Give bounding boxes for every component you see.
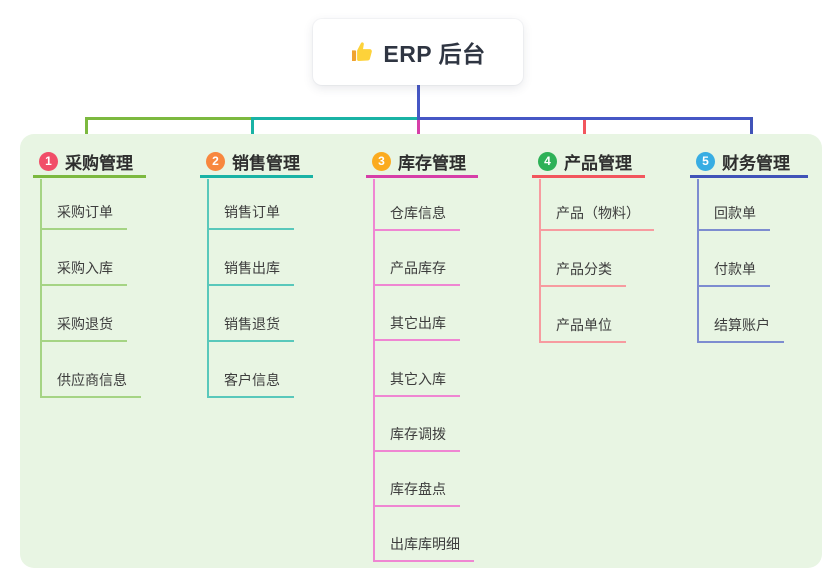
child-node[interactable]: 销售出库: [207, 258, 294, 286]
child-label: 采购入库: [57, 260, 113, 276]
child-label: 结算账户: [714, 317, 770, 333]
priority-badge: 4: [538, 152, 557, 171]
child-node[interactable]: 出库库明细: [373, 534, 474, 562]
branch-child-connector: [697, 179, 699, 343]
branch-node-3[interactable]: 3 库存管理: [366, 148, 478, 178]
child-node[interactable]: 其它出库: [373, 313, 460, 341]
branch-label: 采购管理: [65, 154, 133, 173]
child-label: 供应商信息: [57, 372, 127, 388]
child-node[interactable]: 采购订单: [40, 202, 127, 230]
branches-panel: 1 采购管理采购订单采购入库采购退货供应商信息 2 销售管理销售订单销售出库销售退货客…: [20, 134, 822, 568]
child-node[interactable]: 产品分类: [539, 259, 626, 287]
branch-node-5[interactable]: 5 财务管理: [690, 148, 808, 178]
child-label: 客户信息: [224, 372, 280, 388]
branch-node-4[interactable]: 4 产品管理: [532, 148, 645, 178]
root-connector: [417, 85, 420, 118]
thumbs-up-icon: [350, 40, 374, 64]
branch-label: 库存管理: [398, 154, 466, 173]
child-label: 产品（物料）: [556, 205, 640, 221]
priority-badge: 1: [39, 152, 58, 171]
child-label: 销售出库: [224, 260, 280, 276]
branch-label: 销售管理: [232, 154, 300, 173]
priority-badge: 3: [372, 152, 391, 171]
branch-3: 3 库存管理仓库信息产品库存其它出库其它入库库存调拨库存盘点出库库明细: [366, 134, 478, 568]
child-label: 产品库存: [390, 260, 446, 276]
child-node[interactable]: 产品单位: [539, 315, 626, 343]
child-node[interactable]: 其它入库: [373, 369, 460, 397]
child-node[interactable]: 产品（物料）: [539, 203, 654, 231]
root-label: ERP 后台: [383, 41, 486, 67]
branch-drop-1: [85, 117, 88, 150]
child-label: 采购订单: [57, 204, 113, 220]
bus-segment-teal: [251, 117, 419, 120]
child-label: 库存调拨: [390, 426, 446, 442]
child-label: 出库库明细: [390, 536, 460, 552]
child-node[interactable]: 产品库存: [373, 258, 460, 286]
branch-1: 1 采购管理采购订单采购入库采购退货供应商信息: [33, 134, 146, 568]
priority-badge: 5: [696, 152, 715, 171]
child-node[interactable]: 采购入库: [40, 258, 127, 286]
child-label: 采购退货: [57, 316, 113, 332]
child-node[interactable]: 销售订单: [207, 202, 294, 230]
child-node[interactable]: 结算账户: [697, 315, 784, 343]
branch-4: 4 产品管理产品（物料） 产品分类产品单位: [532, 134, 654, 568]
branch-node-2[interactable]: 2 销售管理: [200, 148, 313, 178]
branch-child-connector: [207, 179, 209, 398]
child-label: 销售订单: [224, 204, 280, 220]
child-node[interactable]: 客户信息: [207, 370, 294, 398]
branch-2: 2 销售管理销售订单销售出库销售退货客户信息: [200, 134, 313, 568]
child-node[interactable]: 供应商信息: [40, 370, 141, 398]
child-label: 库存盘点: [390, 481, 446, 497]
child-label: 其它入库: [390, 371, 446, 387]
child-label: 其它出库: [390, 315, 446, 331]
branch-child-connector: [40, 179, 42, 398]
child-node[interactable]: 仓库信息: [373, 203, 460, 231]
child-node[interactable]: 库存盘点: [373, 479, 460, 507]
child-node[interactable]: 库存调拨: [373, 424, 460, 452]
child-node[interactable]: 销售退货: [207, 314, 294, 342]
bus-segment-green: [86, 117, 252, 120]
child-label: 产品分类: [556, 261, 612, 277]
branch-5: 5 财务管理回款单付款单结算账户: [690, 134, 808, 568]
child-label: 付款单: [714, 261, 756, 277]
child-label: 销售退货: [224, 316, 280, 332]
branch-node-1[interactable]: 1 采购管理: [33, 148, 146, 178]
child-node[interactable]: 采购退货: [40, 314, 127, 342]
child-node[interactable]: 回款单: [697, 203, 770, 231]
bus-segment-indigo: [417, 117, 753, 120]
child-label: 产品单位: [556, 317, 612, 333]
child-label: 仓库信息: [390, 205, 446, 221]
branch-child-connector: [373, 179, 375, 562]
branch-label: 产品管理: [564, 154, 632, 173]
branch-child-connector: [539, 179, 541, 343]
priority-badge: 2: [206, 152, 225, 171]
branch-drop-2: [251, 117, 254, 150]
child-node[interactable]: 付款单: [697, 259, 770, 287]
branch-label: 财务管理: [722, 154, 790, 173]
root-node[interactable]: ERP 后台: [313, 19, 523, 85]
child-label: 回款单: [714, 205, 756, 221]
